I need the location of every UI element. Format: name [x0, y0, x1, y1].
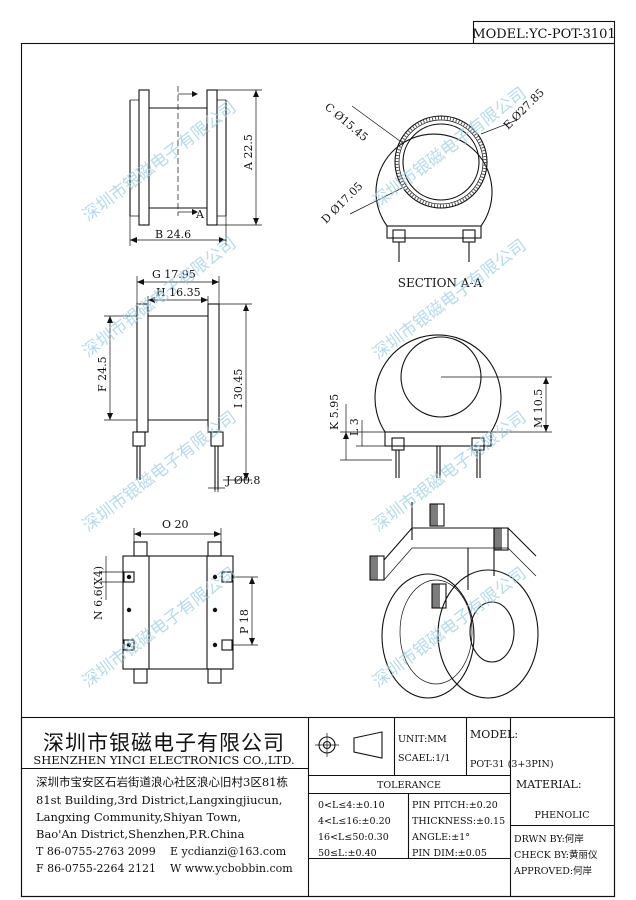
company-fax: F 86-0755-2264 2121	[36, 862, 156, 875]
model-header: MODEL:YC-POT-3101	[472, 27, 615, 42]
dim-j-label: J Ø0.8	[225, 474, 260, 487]
checked-by: CHECK BY:黄丽仪	[514, 849, 598, 861]
face-view	[340, 334, 552, 478]
dim-d-label: D Ø17.05	[319, 180, 366, 227]
model-header-box	[472, 20, 616, 45]
front-view	[104, 276, 252, 492]
company-address-en-2: Langxing Community,Shiyan Town,	[36, 810, 241, 824]
company-address-en-1: 81st Building,3rd District,Langxingjiucu…	[36, 793, 282, 807]
tolerance-right-1: PIN PITCH:±0.20	[412, 800, 498, 811]
watermarks: 深圳市银磁电子有限公司 深圳市银磁电子有限公司 深圳市银磁电子有限公司 深圳市银…	[79, 83, 530, 692]
dim-a-label: A 22.5	[242, 134, 255, 171]
dim-c-label: C Ø15.45	[322, 100, 371, 144]
dim-n-label: N 6.6(X4)	[92, 566, 105, 620]
side-view: A	[129, 86, 262, 246]
model-value: POT-31 (3+3PIN)	[470, 759, 554, 770]
title-block	[20, 716, 616, 898]
dim-p-label: P 18	[238, 609, 251, 634]
watermark-2: 深圳市银磁电子有限公司	[369, 83, 530, 212]
tolerance-left-4: 50≤L:±0.40	[318, 848, 377, 859]
approved-by: APPROVED:何岸	[513, 865, 593, 877]
section-title: SECTION A-A	[398, 276, 483, 290]
section-mark-a: A	[195, 208, 205, 221]
drawn-by: DRWN BY:何岸	[514, 833, 584, 845]
company-address-en-3: Bao'An District,Shenzhen,P.R.China	[36, 827, 245, 841]
tolerance-right-2: THICKNESS:±0.15	[412, 816, 505, 827]
bottom-view	[100, 528, 258, 684]
tolerance-left-2: 4<L≤16:±0.20	[318, 816, 391, 827]
company-email: E ycdianzi@163.com	[170, 845, 287, 858]
tolerance-right-4: PIN DIM:±0.05	[412, 848, 487, 859]
company-tel: T 86-0755-2763 2099	[36, 845, 156, 858]
dim-l-label: L 3	[348, 418, 361, 436]
dim-g-label: G 17.95	[152, 268, 196, 281]
scale-label: SCAEL:1/1	[398, 753, 450, 764]
tolerance-left-3: 16<L≤50:0.30	[318, 832, 389, 843]
tolerance-right-3: ANGLE:±1°	[411, 832, 470, 843]
company-address-cn: 深圳市宝安区石岩街道浪心社区浪心旧村3区81栋	[36, 775, 288, 789]
dim-f-label: F 24.5	[96, 356, 109, 392]
dim-i-label: I 30.45	[232, 369, 245, 408]
dim-o-label: O 20	[162, 518, 189, 531]
model-label: MODEL:	[470, 728, 518, 741]
watermark-6: 深圳市银磁电子有限公司	[369, 407, 530, 536]
isometric-view	[369, 502, 539, 699]
company-name-en: SHENZHEN YINCI ELECTRONICS CO.,LTD.	[33, 753, 294, 767]
material-value: PHENOLIC	[534, 810, 589, 821]
dim-b-label: B 24.6	[155, 228, 191, 241]
watermark-5: 深圳市银磁电子有限公司	[79, 407, 240, 536]
watermark-4: 深圳市银磁电子有限公司	[369, 235, 530, 364]
section-view	[349, 105, 518, 262]
watermark-1: 深圳市银磁电子有限公司	[79, 97, 240, 226]
tolerance-left-1: 0<L≤4:±0.10	[318, 800, 385, 811]
projection-cone-icon	[353, 731, 383, 759]
watermark-3: 深圳市银磁电子有限公司	[79, 233, 240, 362]
dim-k-label: K 5.95	[328, 394, 341, 430]
unit-label: UNIT:MM	[398, 734, 447, 745]
company-name-cn: 深圳市银磁电子有限公司	[43, 731, 285, 755]
watermark-8: 深圳市银磁电子有限公司	[369, 563, 530, 692]
material-label: MATERIAL:	[516, 778, 582, 791]
dim-h-label: H 16.35	[156, 286, 201, 299]
dim-m-label: M 10.5	[532, 389, 545, 428]
company-web: W www.ycbobbin.com	[170, 862, 293, 875]
tolerance-title: TOLERANCE	[377, 780, 441, 791]
